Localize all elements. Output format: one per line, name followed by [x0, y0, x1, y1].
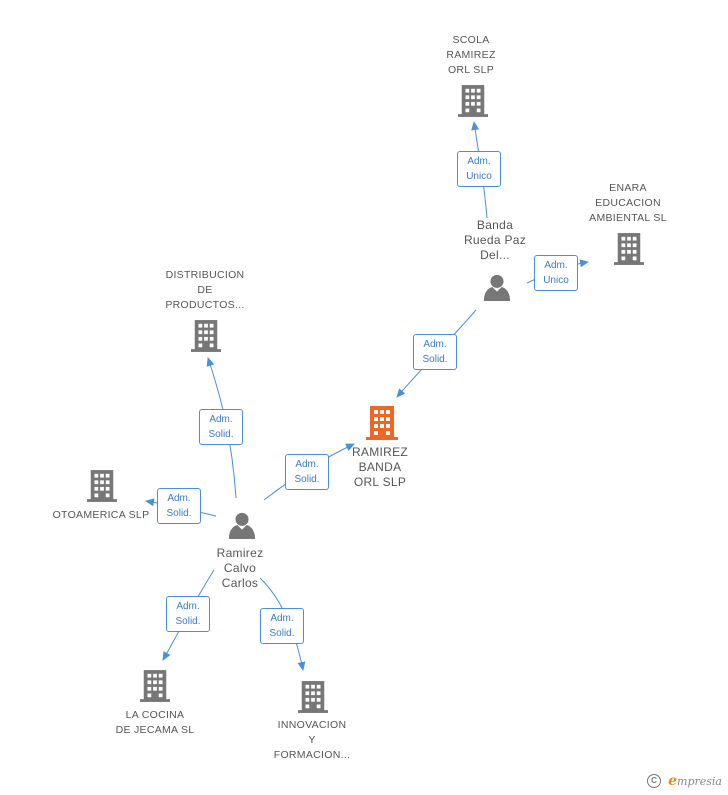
person-icon-ramirez-calvo[interactable] [228, 512, 256, 539]
building-icon-distribucion[interactable] [191, 320, 221, 352]
company-label-scola[interactable]: SCOLA RAMIREZ ORL SLP [446, 34, 496, 76]
building-icon-otoamerica[interactable] [87, 470, 117, 502]
person-label-ramirez-calvo[interactable]: Ramirez Calvo Carlos [216, 546, 264, 590]
edge-badge-carlos-ramirez-banda[interactable]: Adm. Solid. [285, 454, 329, 490]
company-label-la-cocina[interactable]: LA COCINA DE JECAMA SL [115, 709, 195, 736]
empresia-logo: C empresia [647, 773, 722, 789]
edge-badge-carlos-innovacion[interactable]: Adm. Solid. [260, 608, 304, 644]
edge-badge-banda-enara[interactable]: Adm. Unico [534, 255, 578, 291]
person-label-banda[interactable]: Banda Rueda Paz Del... [463, 218, 527, 262]
edge-badge-carlos-otoamerica[interactable]: Adm. Solid. [157, 488, 201, 524]
building-icon-enara[interactable] [614, 233, 644, 265]
company-label-distribucion[interactable]: DISTRIBUCION DE PRODUCTOS... [165, 269, 245, 311]
company-label-innovacion[interactable]: INNOVACION Y FORMACION... [273, 719, 351, 761]
company-label-otoamerica[interactable]: OTOAMERICA SLP [52, 509, 150, 521]
copyright-icon: C [647, 774, 662, 788]
edge-badge-carlos-distribucion[interactable]: Adm. Solid. [199, 409, 243, 445]
building-icon-ramirez-banda[interactable] [366, 406, 398, 440]
edge-badge-banda-scola[interactable]: Adm. Unico [457, 151, 501, 187]
building-icon-innovacion[interactable] [298, 681, 328, 713]
company-label-enara[interactable]: ENARA EDUCACION AMBIENTAL SL [589, 182, 667, 224]
building-icon-scola[interactable] [458, 85, 488, 117]
edge-badge-banda-ramirez-banda[interactable]: Adm. Solid. [413, 334, 457, 370]
brand-name: empresia [668, 773, 722, 789]
company-label-ramirez-banda[interactable]: RAMIREZ BANDA ORL SLP [351, 445, 409, 489]
building-icon-la-cocina[interactable] [140, 670, 170, 702]
edge-badge-carlos-la-cocina[interactable]: Adm. Solid. [166, 596, 210, 632]
person-icon-banda[interactable] [483, 274, 511, 301]
